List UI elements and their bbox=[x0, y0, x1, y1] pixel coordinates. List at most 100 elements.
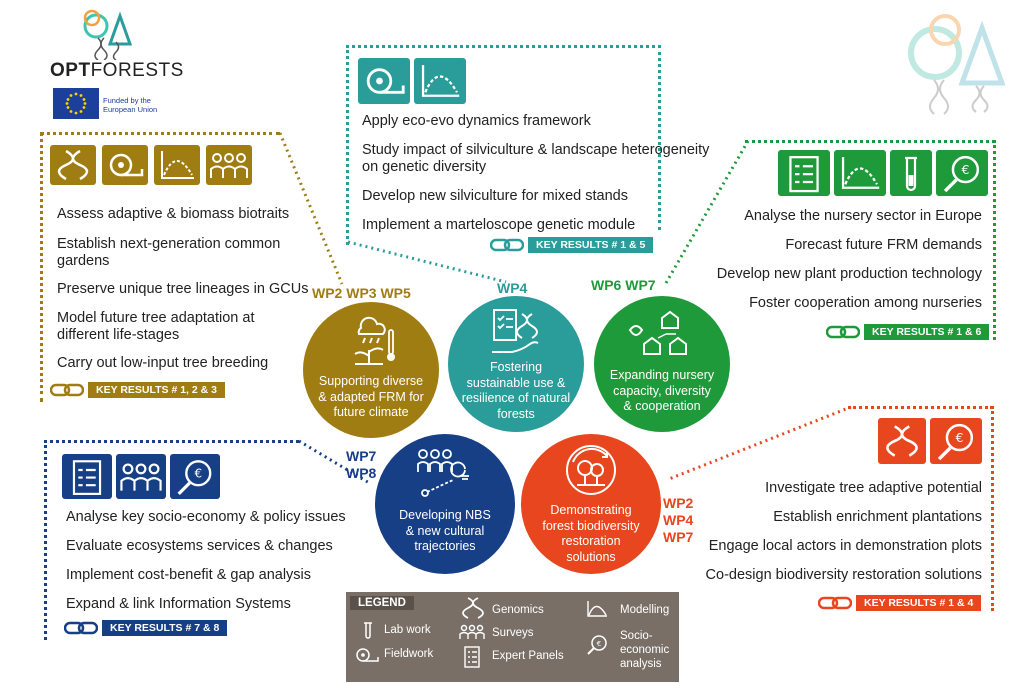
circle-line: sustainable use & bbox=[466, 375, 566, 390]
circle-line: future climate bbox=[333, 405, 409, 420]
legend-modelling: Modelling bbox=[620, 604, 670, 616]
list-item: Establish enrichment plantations bbox=[773, 509, 982, 525]
expert-panels-icon bbox=[464, 646, 480, 668]
svg-text:€: € bbox=[955, 430, 963, 445]
lab-work-icon bbox=[890, 150, 932, 196]
circle-frm[interactable]: Supporting diverse & adapted FRM for fut… bbox=[303, 302, 439, 438]
circle-text: Fostering sustainable use & resilience o… bbox=[458, 360, 574, 423]
greenhouse-icon bbox=[628, 310, 687, 355]
list-item: Implement cost-benefit & gap analysis bbox=[66, 567, 312, 583]
socio-economic-icon: € bbox=[936, 150, 988, 196]
list-item: Forecast future FRM demands bbox=[785, 237, 982, 253]
circle-line: Supporting diverse bbox=[318, 374, 424, 388]
list-item: Foster cooperation among nurseries bbox=[749, 295, 982, 311]
orange-key-results[interactable]: KEY RESULTS # 1 & 4 bbox=[818, 595, 982, 611]
list-item: Establish next-generation common bbox=[57, 236, 281, 252]
logo-tree-icon bbox=[83, 9, 133, 60]
link-icon bbox=[50, 383, 84, 397]
svg-text:€: € bbox=[597, 640, 601, 648]
list-item: Apply eco-evo dynamics framework bbox=[362, 113, 591, 129]
lab-work-icon bbox=[364, 622, 372, 639]
list-item: gardens bbox=[57, 253, 110, 269]
people-network-icon bbox=[417, 449, 469, 497]
circle-nbs[interactable]: Developing NBS & new cultural trajectori… bbox=[375, 434, 515, 574]
modelling-icon bbox=[587, 601, 607, 617]
orange-border-right bbox=[991, 406, 994, 611]
socio-economic-icon: € bbox=[170, 454, 220, 499]
legend-surveys: Surveys bbox=[492, 627, 534, 639]
logo-bold: OPT bbox=[50, 60, 91, 81]
circle-line: & adapted FRM for bbox=[318, 389, 424, 404]
list-item: Study impact of silviculture & landscape… bbox=[362, 142, 710, 158]
funded-text: Funded by the European Union bbox=[103, 96, 158, 114]
fieldwork-icon bbox=[356, 648, 379, 662]
circle-sustainable-use[interactable]: Fostering sustainable use & resilience o… bbox=[448, 296, 584, 432]
link-icon bbox=[64, 621, 98, 635]
circle-text: Demonstrating forest biodiversity restor… bbox=[531, 503, 651, 566]
wp-line: WP8 bbox=[346, 464, 377, 481]
logo-wordmark: OPTFORESTS bbox=[50, 60, 184, 82]
legend-lab-work: Lab work bbox=[384, 624, 431, 636]
genomics-icon bbox=[50, 145, 96, 185]
list-item: Analyse key socio-economy & policy issue… bbox=[66, 509, 346, 525]
circle-line: capacity, diversity bbox=[613, 383, 711, 398]
rain-plant-icon bbox=[354, 316, 395, 365]
circle-line: & new cultural bbox=[405, 523, 485, 538]
circle-line: resilience of natural bbox=[461, 391, 571, 406]
legend-expert-panels: Expert Panels bbox=[492, 650, 564, 662]
circle-text: Developing NBS & new cultural trajectori… bbox=[385, 508, 505, 555]
teal-border-top bbox=[346, 45, 661, 48]
socio-economic-icon: € bbox=[587, 635, 607, 655]
svg-text:€: € bbox=[961, 162, 969, 177]
circle-line: forest biodiversity bbox=[542, 518, 640, 533]
list-item: Develop new plant production technology bbox=[716, 266, 982, 282]
teal-border-left bbox=[346, 45, 349, 245]
legend-fieldwork: Fieldwork bbox=[384, 648, 434, 660]
list-item: Assess adaptive & biomass biotraits bbox=[57, 206, 290, 222]
list-item: Develop new silviculture for mixed stand… bbox=[362, 188, 628, 204]
genomics-icon bbox=[878, 418, 926, 464]
circle-line: restoration bbox=[561, 534, 621, 549]
fieldwork-icon bbox=[102, 145, 148, 185]
list-item: Model future tree adaptation at bbox=[57, 310, 255, 326]
list-item: on genetic diversity bbox=[362, 159, 487, 175]
green-key-results[interactable]: KEY RESULTS # 1 & 6 bbox=[826, 324, 990, 340]
modelling-icon bbox=[834, 150, 886, 196]
wp-label-orange: WP2 WP4 WP7 bbox=[663, 495, 693, 545]
navy-key-results[interactable]: KEY RESULTS # 7 & 8 bbox=[64, 620, 228, 636]
list-item: different life-stages bbox=[57, 327, 180, 343]
orange-border-top bbox=[848, 406, 993, 409]
legend-line: analysis bbox=[620, 657, 662, 670]
list-item: Engage local actors in demonstration plo… bbox=[708, 538, 982, 554]
legend-line: Socio- bbox=[620, 630, 653, 642]
circle-line: Fostering bbox=[489, 360, 543, 374]
circle-line: & cooperation bbox=[623, 399, 701, 414]
wp-line: WP4 bbox=[663, 511, 694, 528]
circle-nursery[interactable]: Expanding nursery capacity, diversity & … bbox=[594, 296, 730, 432]
teal-key-results[interactable]: KEY RESULTS # 1 & 5 bbox=[490, 237, 654, 253]
legend: LEGEND Lab work Fieldwork Genomics Surve… bbox=[346, 592, 679, 682]
modelling-icon bbox=[154, 145, 200, 185]
wp-label-olive: WP2 WP3 WP5 bbox=[312, 285, 411, 301]
circle-line: Expanding nursery bbox=[609, 368, 715, 382]
legend-socio-economic: Socio- economic analysis bbox=[620, 630, 669, 671]
olive-key-results[interactable]: KEY RESULTS # 1, 2 & 3 bbox=[50, 382, 225, 398]
wp-label-green: WP6 WP7 bbox=[591, 277, 656, 293]
wp-line: WP7 bbox=[346, 448, 377, 464]
key-results-tag: KEY RESULTS # 1 & 6 bbox=[864, 324, 990, 340]
list-item: Carry out low-input tree breeding bbox=[57, 355, 269, 371]
surveys-icon bbox=[206, 145, 252, 185]
expert-panels-icon bbox=[778, 150, 830, 196]
link-icon bbox=[490, 238, 524, 252]
key-results-tag: KEY RESULTS # 7 & 8 bbox=[102, 620, 228, 636]
legend-genomics: Genomics bbox=[492, 604, 544, 616]
circle-biodiversity[interactable]: Demonstrating forest biodiversity restor… bbox=[521, 434, 661, 574]
teal-border-right bbox=[658, 45, 661, 230]
socio-economic-icon: € bbox=[930, 418, 982, 464]
circle-line: Developing NBS bbox=[399, 508, 491, 522]
orange-connector bbox=[668, 405, 852, 481]
genomics-icon bbox=[462, 597, 484, 619]
eu-flag bbox=[53, 88, 99, 119]
legend-line: economic bbox=[620, 643, 670, 656]
forest-restoration-icon bbox=[566, 445, 616, 495]
